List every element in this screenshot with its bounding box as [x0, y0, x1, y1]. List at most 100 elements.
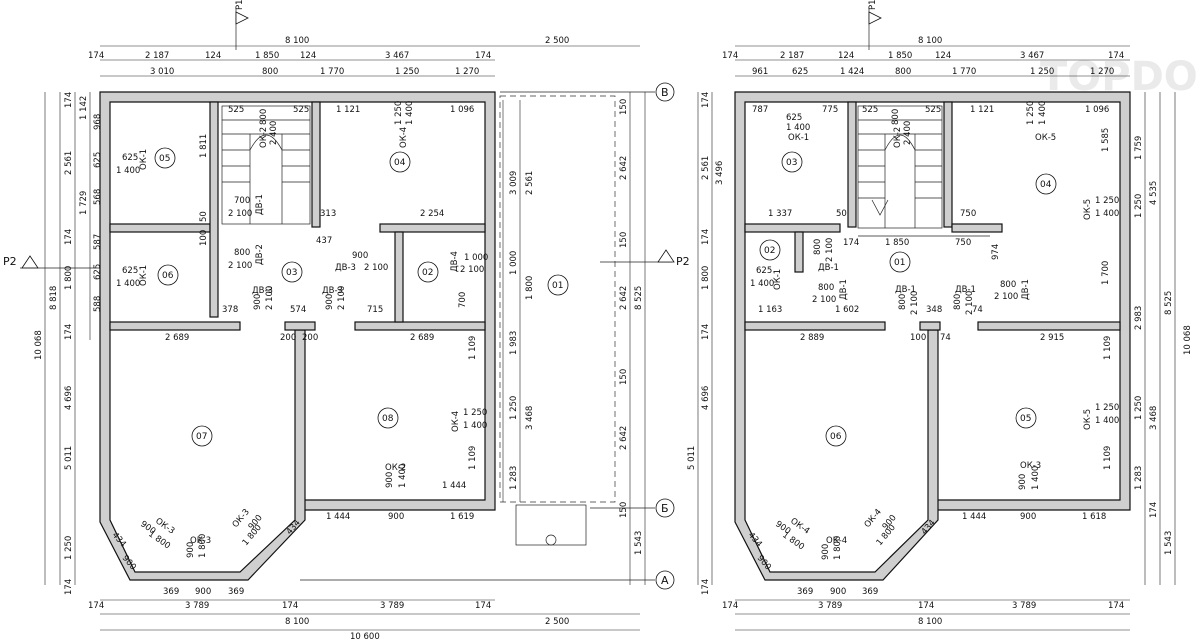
- window-height: 1 400: [1031, 466, 1041, 490]
- door-height: 2 100: [265, 286, 275, 310]
- inner-wall: [951, 223, 1003, 233]
- dim-text: 2 561: [701, 156, 711, 180]
- dim-text: 200: [280, 333, 296, 343]
- dim-text: 4 696: [64, 386, 74, 410]
- downspout-icon: [545, 534, 557, 546]
- window-code: ОК-2: [259, 127, 269, 148]
- dim-text: 1 283: [509, 466, 519, 490]
- door-size: 800: [818, 283, 834, 293]
- dim-text: 174: [88, 51, 104, 61]
- inner-wall: [109, 223, 211, 233]
- window-code: ОК-2: [385, 463, 406, 473]
- dim-text: 174: [1108, 601, 1124, 611]
- window-size: 625: [786, 113, 802, 123]
- dim-text: 174: [701, 229, 711, 245]
- dim-text: 1 850: [885, 238, 909, 248]
- dim-text: 1 109: [1103, 336, 1113, 360]
- left-floor-plan: 8 100 2 500 174 2 187 124 1 850 124 3 46…: [3, 0, 690, 640]
- dim-text: 174: [88, 601, 104, 611]
- door-code: ДВ-3: [322, 286, 343, 296]
- dim-text: 1 424: [840, 67, 864, 77]
- dim-text: 8 818: [49, 286, 59, 310]
- door-size: 800: [898, 294, 908, 310]
- dim-text: 1 270: [455, 67, 479, 77]
- window-size: 1 250: [1095, 196, 1119, 206]
- dim-text: 2 983: [1134, 306, 1144, 330]
- room-number: 07: [196, 432, 207, 442]
- dim-text: 2 561: [525, 171, 535, 195]
- room-number: 08: [382, 414, 394, 424]
- dim-text: 1 729: [79, 191, 89, 215]
- dim-text: 3 789: [185, 601, 209, 611]
- window-code: ОК-1: [139, 149, 149, 170]
- room-number: 05: [1020, 414, 1031, 424]
- entrance-steps: [515, 504, 587, 546]
- door-height: 2 100: [337, 286, 347, 310]
- dim-text: 588: [93, 296, 103, 312]
- inner-wall: [311, 101, 321, 228]
- dim-text: 2 187: [780, 51, 804, 61]
- dim-text: 750: [960, 209, 976, 219]
- dim-text: 1 163: [758, 305, 782, 315]
- door-size: 900: [325, 294, 335, 310]
- dim-text: 174: [701, 579, 711, 595]
- dim-text: 1 000: [509, 251, 519, 275]
- dim-text: 3 467: [1020, 51, 1044, 61]
- dim-text: 124: [300, 51, 316, 61]
- dim-text: 2 689: [165, 333, 189, 343]
- dim-text: 1 096: [1085, 105, 1109, 115]
- dim-text: 378: [222, 305, 238, 315]
- window-code: ОК-4: [451, 411, 461, 432]
- dim-text: 1 800: [64, 266, 74, 290]
- dim-text: 900: [195, 587, 211, 597]
- dim-text: 900: [1020, 512, 1036, 522]
- axis-marker: [655, 82, 675, 102]
- section-label: P1: [235, 0, 245, 10]
- dim-text: 174: [701, 92, 711, 108]
- dim-text: 525: [862, 105, 878, 115]
- dim-text: 2 642: [619, 426, 629, 450]
- dim-text: 150: [619, 369, 629, 385]
- door-code: ДВ-1: [955, 285, 976, 295]
- staircase: [857, 105, 990, 237]
- room-number: 02: [422, 268, 433, 278]
- dim-text: 369: [862, 587, 878, 597]
- dim-text: 525: [925, 105, 941, 115]
- section-flag-icon: [235, 11, 249, 25]
- door-size: 800: [234, 248, 250, 258]
- outer-wall: [734, 91, 1131, 581]
- dim-text: 1 619: [450, 512, 474, 522]
- dim-text: 1 800: [525, 276, 535, 300]
- window-size: 1 250: [1095, 403, 1119, 413]
- dim-text: 348: [926, 305, 942, 315]
- dim-text: 1 444: [442, 481, 466, 491]
- dim-text: 1 283: [1134, 466, 1144, 490]
- window-size: 800: [259, 109, 269, 125]
- dim-text: 4 535: [1149, 181, 1159, 205]
- dim-text: 2 500: [545, 617, 569, 627]
- dim-text: 625: [93, 264, 103, 280]
- window-height: 2 400: [269, 121, 279, 145]
- dim-text: 8 525: [1164, 291, 1174, 315]
- inner-wall: [284, 321, 316, 331]
- door-code: ДВ-2: [255, 244, 265, 265]
- window-size: 800: [891, 109, 901, 125]
- door-code: ДВ-1: [255, 194, 265, 215]
- room-marker: [154, 147, 176, 169]
- door-height: 2 100: [228, 261, 252, 271]
- dim-text: 800: [895, 67, 911, 77]
- window-size: 625: [122, 266, 138, 276]
- window-code: ОК-4: [399, 127, 409, 148]
- dim-text: 968: [93, 114, 103, 130]
- dim-text: 10 068: [34, 330, 44, 360]
- room-number: 04: [1040, 180, 1052, 190]
- window-code: ОК-4: [826, 536, 847, 546]
- section-label: P2: [3, 255, 17, 268]
- door-height: 2 100: [825, 238, 835, 262]
- section-label: P2: [676, 255, 690, 268]
- door-size: 900: [253, 294, 263, 310]
- dim-text: 900: [388, 512, 404, 522]
- door-code: ДВ-1: [1021, 279, 1031, 300]
- terrace-outline: [499, 95, 616, 503]
- right-floor-plan: 8 100 174 2 187 124 1 850 124 3 467 174 …: [687, 0, 1193, 631]
